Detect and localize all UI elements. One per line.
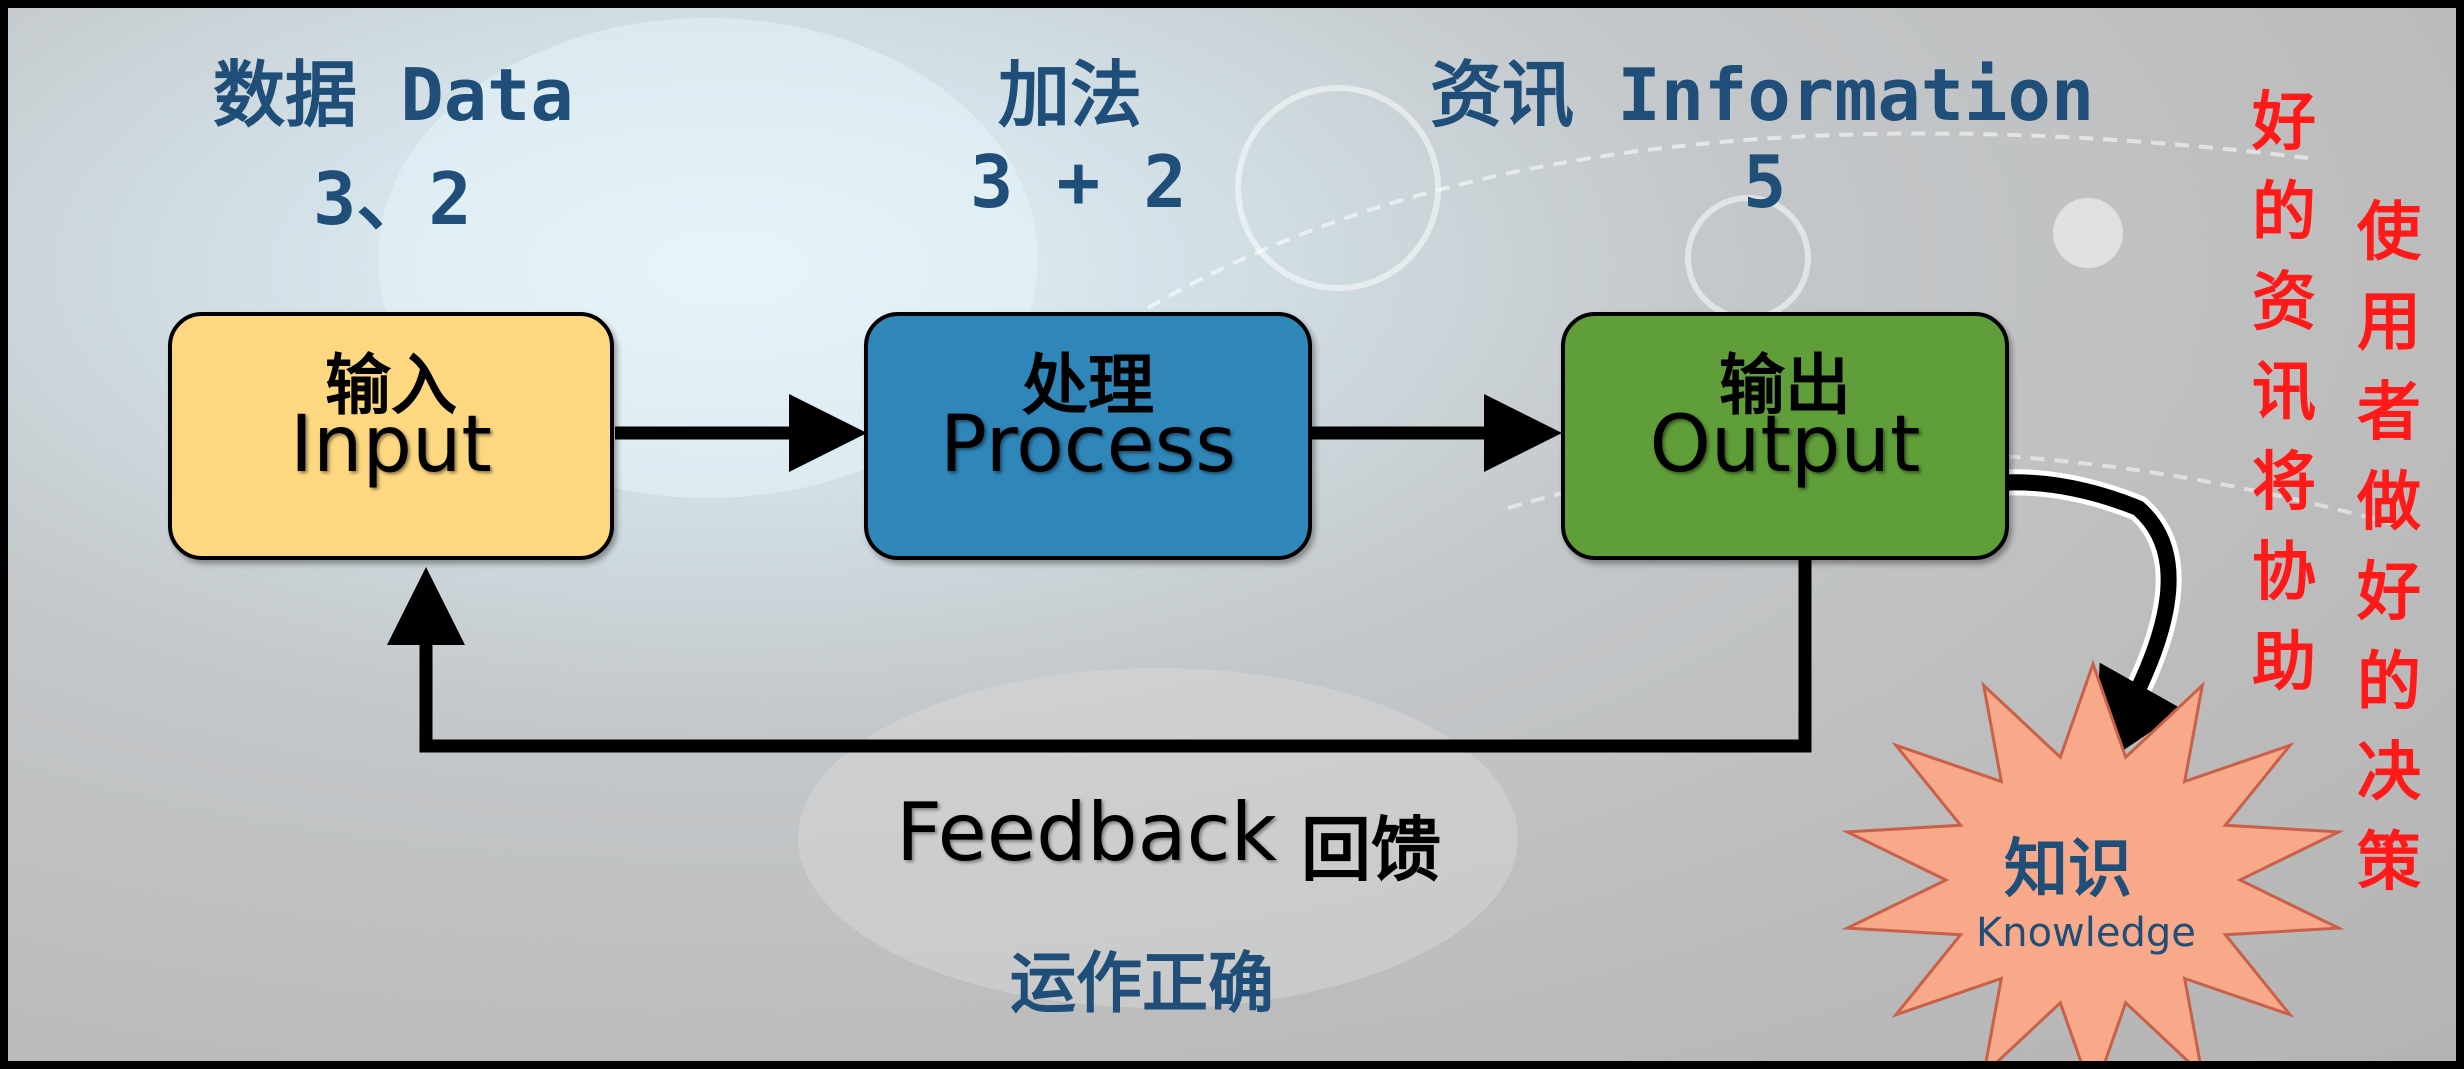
knowledge-starburst (1841, 659, 2345, 1061)
input-label-en: Input (290, 400, 492, 490)
process-label-cn: 处理 (1022, 347, 1154, 424)
data-value: 3、2 (313, 157, 472, 241)
output-label-cn: 输出 (1719, 347, 1851, 424)
data-label: 数据 Data (213, 53, 574, 137)
feedback-note: 运作正确 (1010, 945, 1274, 1022)
side-text-col2-char-4: 好 (2357, 555, 2421, 630)
side-text-col1-char-0: 好 (2252, 85, 2316, 160)
knowledge-label-cn: 知识 (2004, 833, 2132, 907)
side-text-col1-char-4: 将 (2252, 445, 2316, 520)
knowledge-starburst-shape (1841, 659, 2345, 1061)
input-box: 输入 Input (168, 312, 614, 560)
process-box: 处理 Process (864, 312, 1312, 560)
information-value: 5 (1743, 140, 1787, 224)
side-text-col1-char-2: 资 (2252, 265, 2316, 340)
side-text-col1-char-5: 协 (2252, 535, 2316, 610)
feedback-label-en: Feedback (896, 786, 1277, 879)
feedback-loop-line (387, 560, 1812, 753)
side-text-col1-char-1: 的 (2252, 175, 2316, 250)
input-label-cn: 输入 (325, 347, 457, 424)
output-box: 输出 Output (1561, 312, 2009, 560)
feedback-label-cn: 回馈 (1301, 809, 1441, 891)
information-label: 资讯 Information (1430, 53, 2095, 137)
side-text-col2-char-2: 者 (2357, 375, 2421, 450)
output-label-en: Output (1649, 400, 1921, 490)
side-text-column-2: 使用者做好的决策 (2349, 188, 2429, 908)
side-text-col2-char-6: 决 (2357, 735, 2421, 810)
side-text-col2-char-0: 使 (2357, 195, 2421, 270)
knowledge-label-en: Knowledge (1976, 910, 2196, 956)
side-text-col1-char-6: 助 (2252, 625, 2316, 700)
side-text-col1-char-3: 讯 (2252, 355, 2316, 430)
side-text-col2-char-5: 的 (2357, 645, 2421, 720)
side-text-col2-char-7: 策 (2357, 825, 2421, 900)
process-label-en: Process (940, 400, 1236, 490)
add-value: 3 + 2 (970, 140, 1187, 224)
add-label: 加法 (998, 53, 1143, 137)
side-text-col2-char-1: 用 (2357, 285, 2421, 360)
side-text-col2-char-3: 做 (2357, 465, 2421, 540)
side-text-column-1: 好的资讯将协助 (2244, 78, 2324, 708)
